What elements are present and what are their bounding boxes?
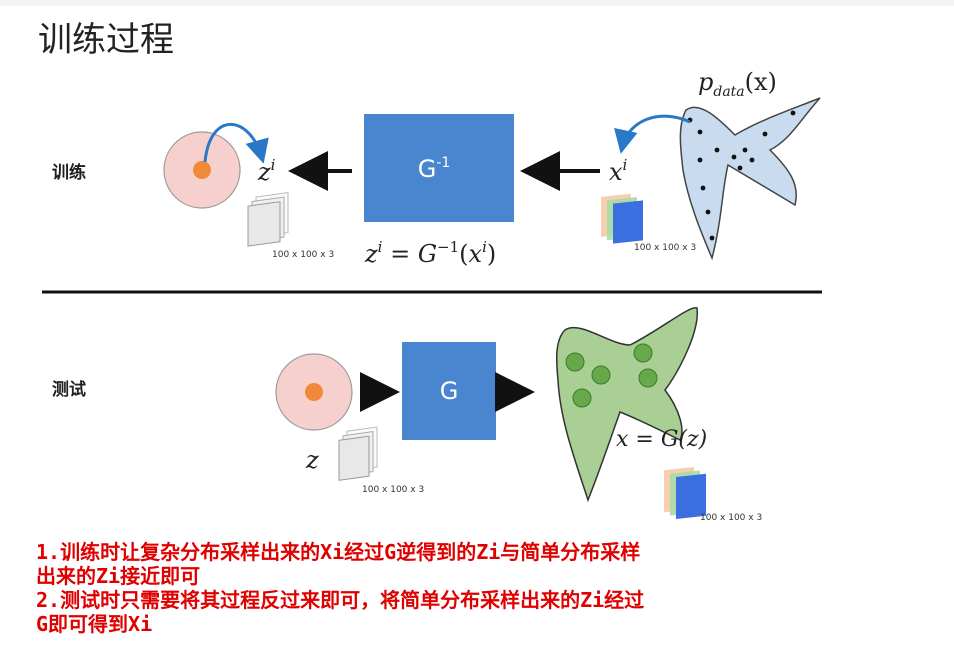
z-i-label: zi bbox=[257, 156, 276, 186]
z-dim-label: 100 x 100 x 3 bbox=[272, 250, 334, 260]
train-equation: zi = G−1(xi) bbox=[364, 238, 496, 268]
pdata-label: pdata(x) bbox=[698, 68, 777, 100]
note-line: 1.训练时让复杂分布采样出来的Xi经过G逆得到的Zi与简单分布采样 bbox=[36, 540, 641, 564]
note-line: G即可得到Xi bbox=[36, 612, 153, 636]
test-z-dim-label: 100 x 100 x 3 bbox=[362, 485, 424, 495]
note-line: 2.测试时只需要将其过程反过来即可，将简单分布采样出来的Zi经过 bbox=[36, 588, 645, 612]
generated-sample-dots bbox=[565, 343, 658, 408]
generated-distribution-blob bbox=[555, 307, 698, 503]
g-label: G bbox=[440, 377, 459, 405]
test-equation: x = G(z) bbox=[616, 427, 707, 452]
data-distribution-blob bbox=[679, 97, 821, 261]
test-latent-dot bbox=[305, 383, 323, 401]
latent-sample-dot bbox=[193, 161, 211, 179]
test-x-dim-label: 100 x 100 x 3 bbox=[700, 513, 762, 523]
top-strip bbox=[0, 0, 954, 6]
g-inverse-block bbox=[364, 114, 514, 222]
g-block bbox=[402, 342, 496, 440]
test-x-rgb-tensor bbox=[664, 467, 706, 519]
test-z-label: z bbox=[305, 446, 319, 474]
test-row-label: 测试 bbox=[52, 379, 86, 400]
test-z-tensor-stack bbox=[338, 426, 378, 481]
page-title: 训练过程 bbox=[38, 20, 174, 60]
explanation-notes: 1.训练时让复杂分布采样出来的Xi经过G逆得到的Zi与简单分布采样 出来的Zi接… bbox=[36, 540, 836, 636]
x-rgb-tensor bbox=[601, 193, 643, 244]
x-i-label: xi bbox=[609, 156, 628, 186]
train-row-label: 训练 bbox=[52, 162, 86, 183]
z-tensor-stack bbox=[247, 191, 289, 247]
note-line: 出来的Zi接近即可 bbox=[36, 564, 201, 588]
g-inverse-label: G-1 bbox=[418, 155, 451, 183]
gan-training-diagram: 训练 测试 zi 100 x 100 x 3 G-1 zi = G−1(xi) … bbox=[42, 68, 822, 523]
sample-curve-arrow-left bbox=[203, 122, 269, 164]
sample-curve-arrow-right bbox=[614, 114, 691, 154]
x-dim-label: 100 x 100 x 3 bbox=[634, 243, 696, 253]
